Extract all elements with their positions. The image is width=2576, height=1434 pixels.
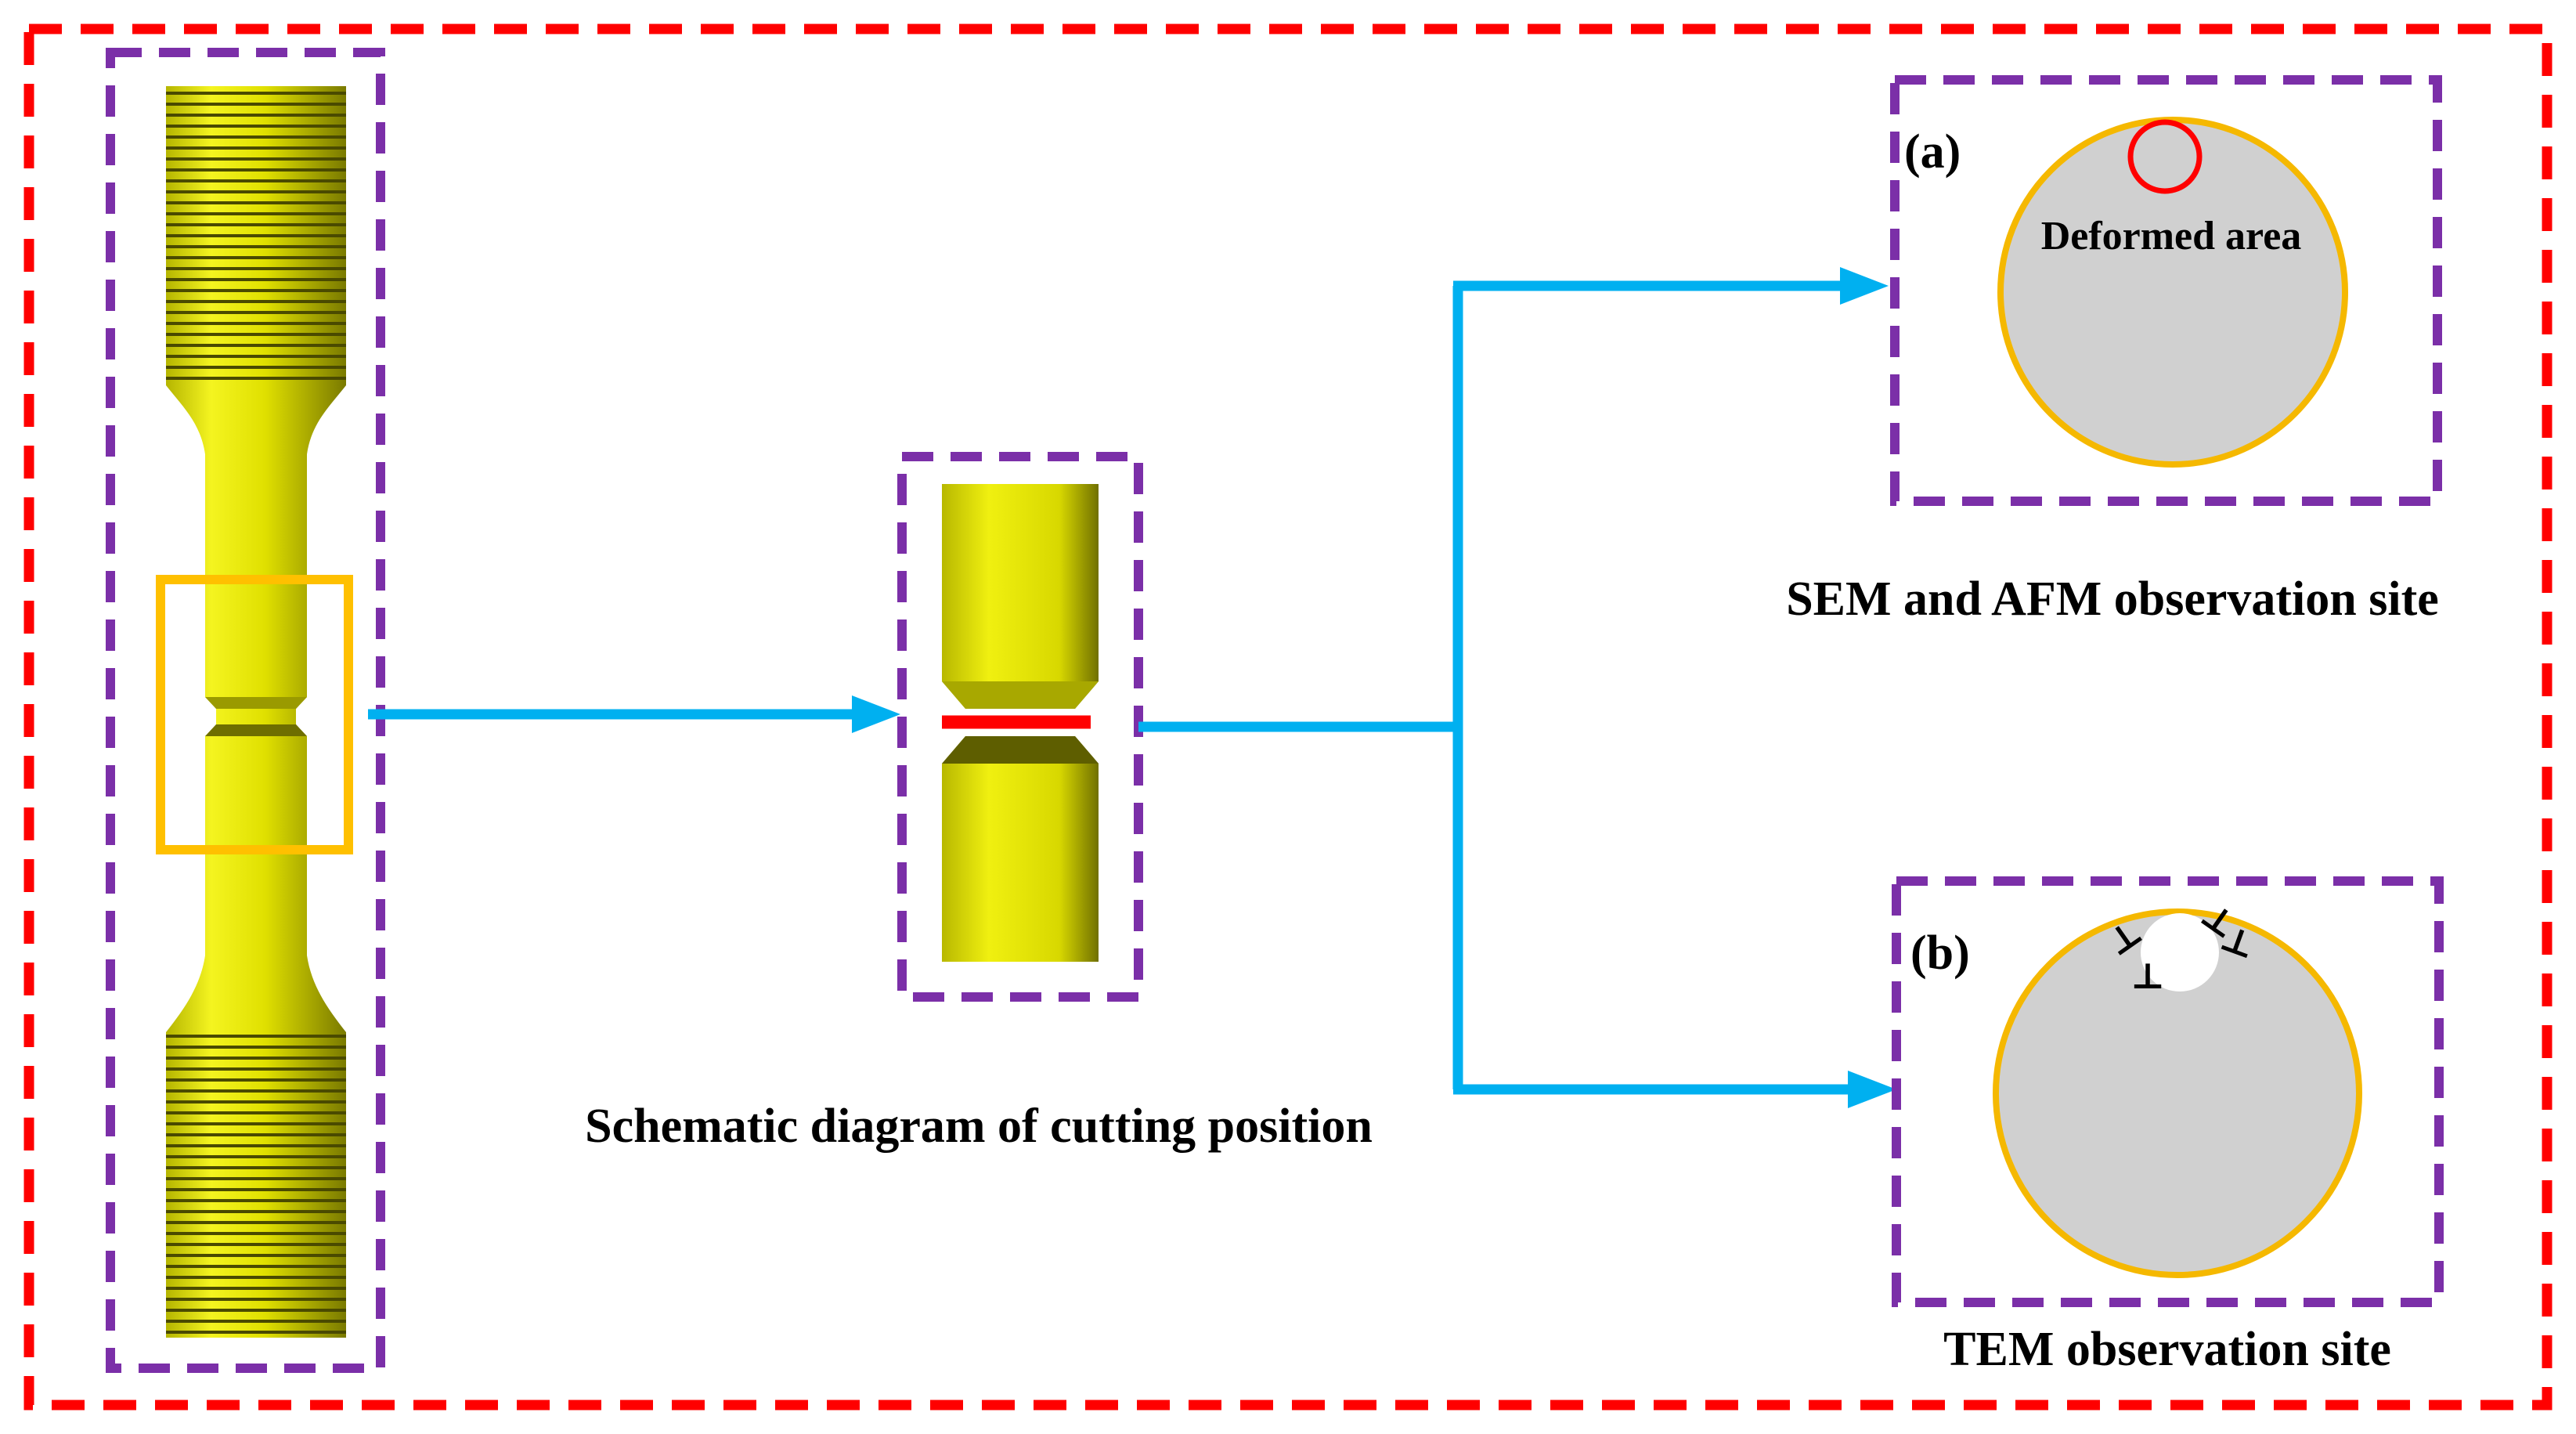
tem-hole xyxy=(2141,913,2219,992)
cut-section-upper xyxy=(942,484,1099,709)
full-tensile-specimen xyxy=(166,86,346,1338)
dislocation-icon: ⊥ xyxy=(2130,956,2165,996)
deformed-area-marker xyxy=(2127,119,2203,194)
tem-cross-section-disc xyxy=(1993,908,2362,1278)
tem-caption: TEM observation site xyxy=(1943,1323,2391,1376)
arrow-to-tem xyxy=(1848,1071,1896,1108)
cut-section-specimen xyxy=(942,484,1099,962)
cutting-position-caption: Schematic diagram of cutting position xyxy=(585,1100,1373,1153)
branch-arrows xyxy=(1138,267,1896,1108)
outer-border xyxy=(23,23,2553,1411)
arrow-to-sem-afm xyxy=(1840,267,1889,305)
notch-highlight-box xyxy=(156,575,353,854)
panel-b-label: (b) xyxy=(1910,927,1970,980)
panel-a-label: (a) xyxy=(1904,125,1961,179)
sem-afm-panel-frame xyxy=(1890,75,2442,506)
sem-afm-cross-section-disc xyxy=(1997,117,2348,468)
cut-section-lower xyxy=(942,736,1099,962)
deformed-area-label: Deformed area xyxy=(2041,214,2302,258)
arrow-to-cut-section xyxy=(368,695,900,733)
sem-afm-caption: SEM and AFM observation site xyxy=(1786,573,2439,626)
tem-panel-frame xyxy=(1892,876,2444,1307)
